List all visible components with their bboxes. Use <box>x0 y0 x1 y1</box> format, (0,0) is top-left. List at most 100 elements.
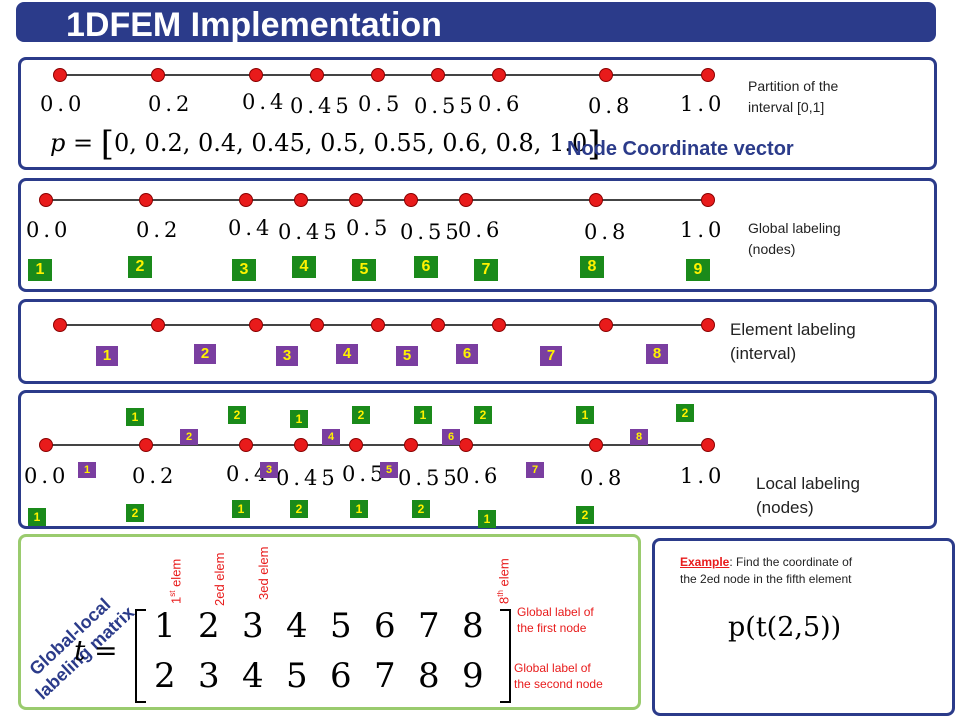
coordinate-label: 0.6 <box>456 464 502 488</box>
local-labeling-line1: Local labeling <box>756 474 860 493</box>
coordinate-label: 0.0 <box>24 464 70 488</box>
node-marker <box>459 193 473 207</box>
local-labeling-line2: (nodes) <box>756 498 814 517</box>
vector-values: 0, 0.2, 0.4, 0.45, 0.5, 0.55, 0.6, 0.8, … <box>114 129 588 157</box>
example-text-line1: : Find the coordinate of <box>729 555 853 569</box>
element-label: 7 <box>540 346 562 366</box>
element-labeling-label: Element labeling (interval) <box>730 318 856 366</box>
example-head: Example <box>680 555 730 569</box>
local-node-label: 2 <box>352 406 370 424</box>
example-text: Example: Find the coordinate of the 2ed … <box>680 554 852 588</box>
element-label: 3 <box>276 346 298 366</box>
local-node-label: 2 <box>474 406 492 424</box>
coordinate-label: 0.5 <box>346 216 392 240</box>
coordinate-label: 0.5 <box>358 92 404 116</box>
coordinate-label: 0.45 <box>290 94 353 118</box>
column-label-main: 2ed elem <box>212 552 227 606</box>
element-column-label: 8th elem <box>496 558 511 604</box>
matrix-entry: 6 <box>374 606 396 646</box>
node-marker <box>139 438 153 452</box>
node-marker <box>294 193 308 207</box>
node-marker <box>701 438 715 452</box>
global-node-label: 5 <box>352 259 376 281</box>
matrix-entry: 6 <box>330 656 352 696</box>
matrix-lhs: t = <box>74 634 118 667</box>
column-label-rest: elem <box>496 558 512 591</box>
partition-label-line1: Partition of the <box>748 78 839 94</box>
coordinate-label: 0.6 <box>458 218 504 242</box>
matrix-entry: 3 <box>198 656 220 696</box>
node-marker <box>589 438 603 452</box>
node-marker <box>349 193 363 207</box>
node-marker <box>701 193 715 207</box>
example-panel <box>652 538 955 716</box>
local-labeling-line <box>46 444 708 446</box>
example-formula: p(t(2,5)) <box>728 612 842 643</box>
node-coordinate-vector: p = [0, 0.2, 0.4, 0.45, 0.5, 0.55, 0.6, … <box>50 124 601 164</box>
node-marker <box>404 438 418 452</box>
coordinate-label: 0.8 <box>584 220 630 244</box>
coordinate-label: 0.5 <box>342 462 388 486</box>
node-marker <box>139 193 153 207</box>
title-bar: 1DFEM Implementation <box>16 2 936 44</box>
local-node-label: 2 <box>576 506 594 524</box>
vector-prefix: p = <box>50 129 94 157</box>
coordinate-label: 0.2 <box>148 92 194 116</box>
coordinate-label: 0.45 <box>276 466 339 490</box>
node-marker <box>599 68 613 82</box>
coordinate-label: 0.55 <box>400 220 463 244</box>
element-labeling-panel <box>18 299 937 384</box>
coordinate-label: 0.45 <box>278 220 341 244</box>
first-node-note-line2: the first node <box>517 621 587 635</box>
element-label: 1 <box>96 346 118 366</box>
matrix-entry: 5 <box>286 656 308 696</box>
node-marker <box>294 438 308 452</box>
node-marker <box>239 438 253 452</box>
node-marker <box>492 318 506 332</box>
element-label: 6 <box>442 429 460 445</box>
node-marker <box>459 438 473 452</box>
node-marker <box>701 318 715 332</box>
local-node-label: 1 <box>478 510 496 528</box>
coordinate-label: 0.8 <box>580 466 626 490</box>
coordinate-label: 0.0 <box>26 218 72 242</box>
coordinate-label: 0.8 <box>588 94 634 118</box>
element-column-label: 3ed elem <box>256 547 271 600</box>
element-label: 6 <box>456 344 478 364</box>
global-node-label: 3 <box>232 259 256 281</box>
element-label: 2 <box>180 429 198 445</box>
local-node-label: 1 <box>414 406 432 424</box>
global-labeling-line2: (nodes) <box>748 241 796 257</box>
global-node-label: 1 <box>28 259 52 281</box>
matrix-entry: 4 <box>242 656 264 696</box>
second-node-note: Global label of the second node <box>514 660 603 692</box>
first-node-note: Global label of the first node <box>517 604 594 636</box>
first-node-note-line1: Global label of <box>517 605 594 619</box>
matrix-entry: 1 <box>154 606 176 646</box>
node-marker <box>404 193 418 207</box>
node-marker <box>239 193 253 207</box>
local-node-label: 1 <box>126 408 144 426</box>
node-marker <box>151 318 165 332</box>
node-coordinate-caption: Node Coordinate vector <box>567 138 794 160</box>
node-marker <box>431 68 445 82</box>
coordinate-label: 0.4 <box>242 90 288 114</box>
matrix-entry: 5 <box>330 606 352 646</box>
matrix-entry: 4 <box>286 606 308 646</box>
column-label-suffix: th <box>496 590 505 597</box>
global-labeling-line1: Global labeling <box>748 220 841 236</box>
local-node-label: 2 <box>290 500 308 518</box>
element-label: 3 <box>260 462 278 478</box>
node-marker <box>492 68 506 82</box>
node-marker <box>39 193 53 207</box>
matrix-entry: 7 <box>418 606 440 646</box>
element-label: 5 <box>396 346 418 366</box>
matrix-entry: 7 <box>374 656 396 696</box>
column-label-main: 8 <box>496 596 512 604</box>
element-label: 4 <box>322 429 340 445</box>
coordinate-label: 0.4 <box>228 216 274 240</box>
matrix-entry: 3 <box>242 606 264 646</box>
matrix-entry: 8 <box>462 606 484 646</box>
node-marker <box>701 68 715 82</box>
column-label-main: 3ed elem <box>256 546 271 600</box>
